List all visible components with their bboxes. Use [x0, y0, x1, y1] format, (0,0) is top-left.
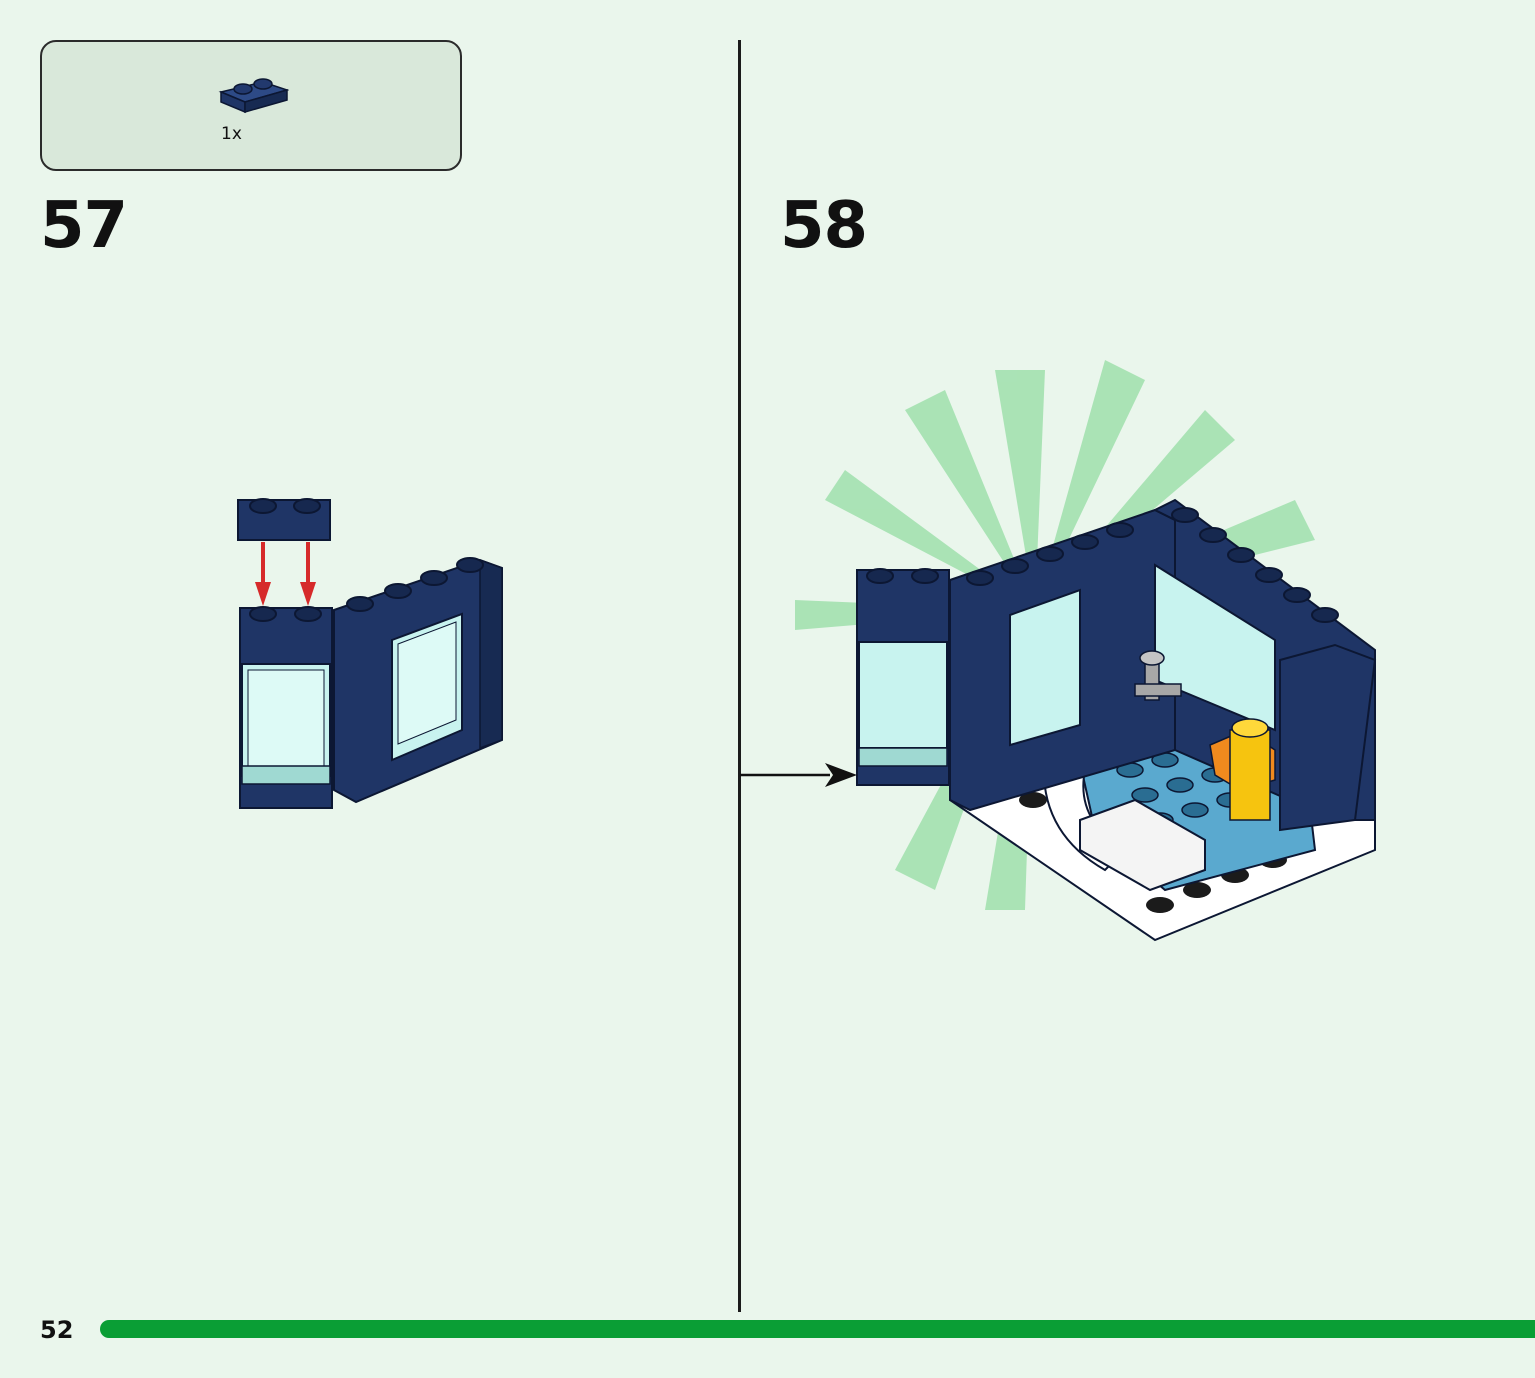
faucet: [1134, 650, 1182, 701]
placement-arrows: [255, 542, 316, 606]
step-number-58: 58: [780, 189, 868, 263]
attached-window-pillar: [856, 568, 950, 786]
step-number-57: 57: [40, 189, 128, 263]
attach-arrow: [740, 763, 857, 787]
parts-callout: 1x: [40, 40, 462, 171]
new-plate: [237, 498, 331, 541]
window-pillar: [239, 606, 333, 809]
corner-column: [1279, 643, 1377, 832]
progress-bar: [100, 1320, 1535, 1338]
step-divider: [738, 40, 741, 1312]
bath-seat: [1079, 798, 1206, 892]
step-58-illustration: [740, 360, 1377, 942]
window-wall: [333, 557, 503, 804]
plate-1x2-icon: [218, 78, 289, 114]
part-quantity: 1x: [221, 124, 242, 144]
step-57-illustration: [237, 498, 503, 809]
page-number: 52: [40, 1316, 74, 1344]
flower-element: [1209, 718, 1276, 821]
